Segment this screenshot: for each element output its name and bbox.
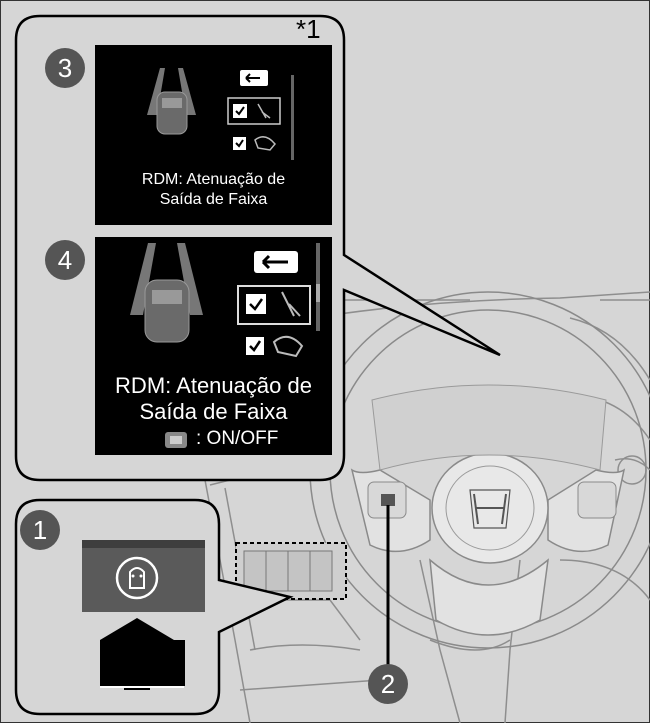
callout-1: 1 xyxy=(20,510,60,550)
small-screen-title-2: Saída de Faixa xyxy=(159,191,268,208)
car-icon-large xyxy=(144,279,190,343)
large-screen-title-1: RDM: Atenuação de xyxy=(115,373,312,398)
checkbox-icon-large xyxy=(246,294,266,314)
display-screen-small xyxy=(95,45,332,225)
display-screen-large xyxy=(95,237,332,455)
small-screen-title-1: RDM: Atenuação de xyxy=(141,171,286,188)
callout-3: 3 xyxy=(45,48,85,88)
footnote-marker: *1 xyxy=(296,14,321,44)
callout-4: 4 xyxy=(45,240,85,280)
rdm-button-icon[interactable] xyxy=(115,556,159,600)
large-screen-title-2: Saída de Faixa xyxy=(139,399,288,424)
steering-switch-cluster-right xyxy=(577,481,617,519)
lane-departure-icon xyxy=(257,103,271,119)
large-screen-switch-text: : ON/OFF xyxy=(196,428,279,449)
rdm-button-panel xyxy=(82,540,205,690)
lane-departure-icon-large xyxy=(281,291,301,317)
instrument-cluster xyxy=(371,384,607,471)
switch-panel xyxy=(235,542,347,600)
callout-2: 2 xyxy=(368,664,408,704)
steering-switch-icon[interactable] xyxy=(381,494,395,506)
honda-logo-icon xyxy=(469,489,511,529)
scrollbar xyxy=(291,75,294,160)
